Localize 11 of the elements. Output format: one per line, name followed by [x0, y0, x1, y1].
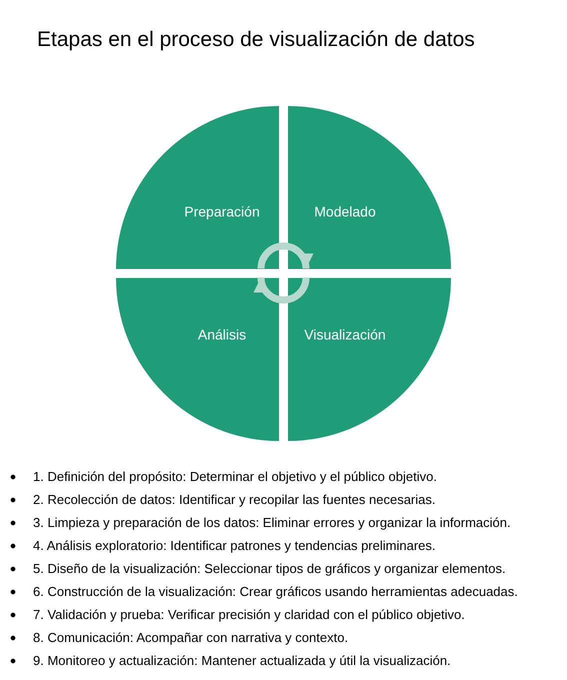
quadrant-segment: [116, 106, 279, 268]
quadrant-label: Modelado: [314, 203, 376, 220]
quadrant-segment: [288, 278, 451, 440]
quadrant-label: Visualización: [304, 326, 386, 343]
quadrant-segment: [116, 278, 279, 440]
diagram-title: Etapas en el proceso de visualización de datos: [37, 27, 475, 53]
quadrant-label: Análisis: [198, 326, 246, 343]
quadrant-segment: [288, 106, 451, 268]
curved-arrow: [254, 277, 310, 304]
curved-arrow: [258, 242, 313, 269]
quadrant-label: Preparación: [184, 203, 260, 220]
